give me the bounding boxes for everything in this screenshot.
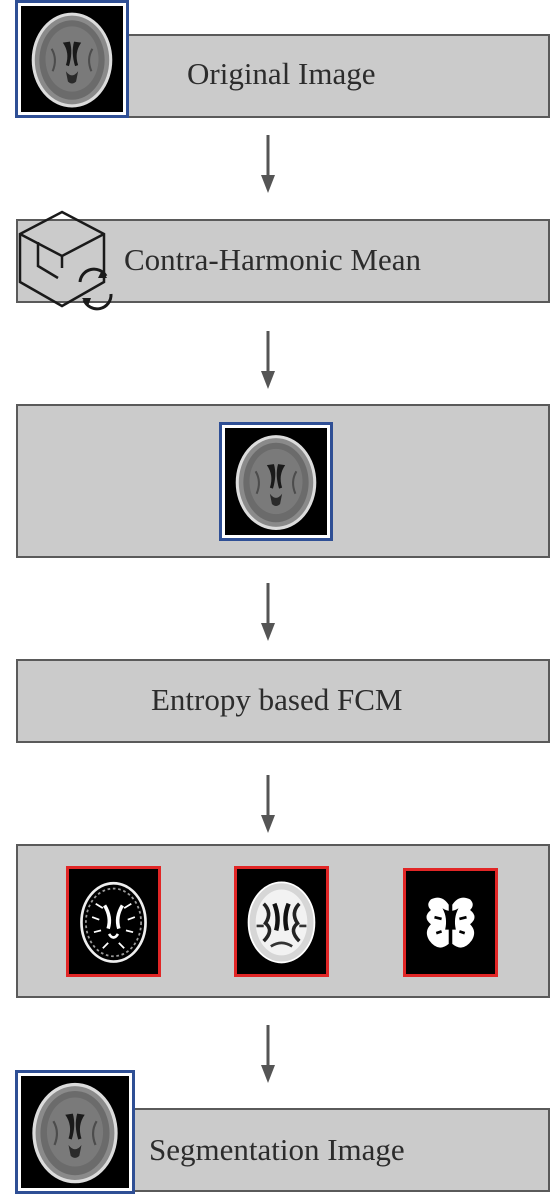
flow-arrow-4 xyxy=(258,774,278,836)
flow-arrow-1 xyxy=(258,134,278,196)
brain-mri-icon xyxy=(21,1076,129,1188)
step-output-label: Segmentation Image xyxy=(149,1132,405,1167)
step-clustering-label: Entropy based FCM xyxy=(151,682,403,717)
flow-arrow-2 xyxy=(258,330,278,392)
step-filter-label: Contra-Harmonic Mean xyxy=(124,242,421,277)
segmentation-mri-thumbnail xyxy=(15,1070,135,1194)
brain-segment-icon xyxy=(69,869,158,974)
brain-segment-icon xyxy=(406,871,495,974)
original-mri-thumbnail xyxy=(15,0,129,118)
flow-arrow-3 xyxy=(258,582,278,644)
brain-segment-icon xyxy=(237,869,326,974)
brain-mri-icon xyxy=(225,428,327,535)
brain-mri-icon xyxy=(21,6,123,112)
filtered-mri-thumbnail xyxy=(219,422,333,541)
flow-arrow-5 xyxy=(258,1024,278,1086)
segment-class-1-thumbnail xyxy=(66,866,161,977)
step-original-label: Original Image xyxy=(187,56,376,91)
step-clustering-box xyxy=(16,659,550,743)
segment-class-3-thumbnail xyxy=(403,868,498,977)
cube-refresh-icon xyxy=(18,210,113,311)
segment-class-2-thumbnail xyxy=(234,866,329,977)
